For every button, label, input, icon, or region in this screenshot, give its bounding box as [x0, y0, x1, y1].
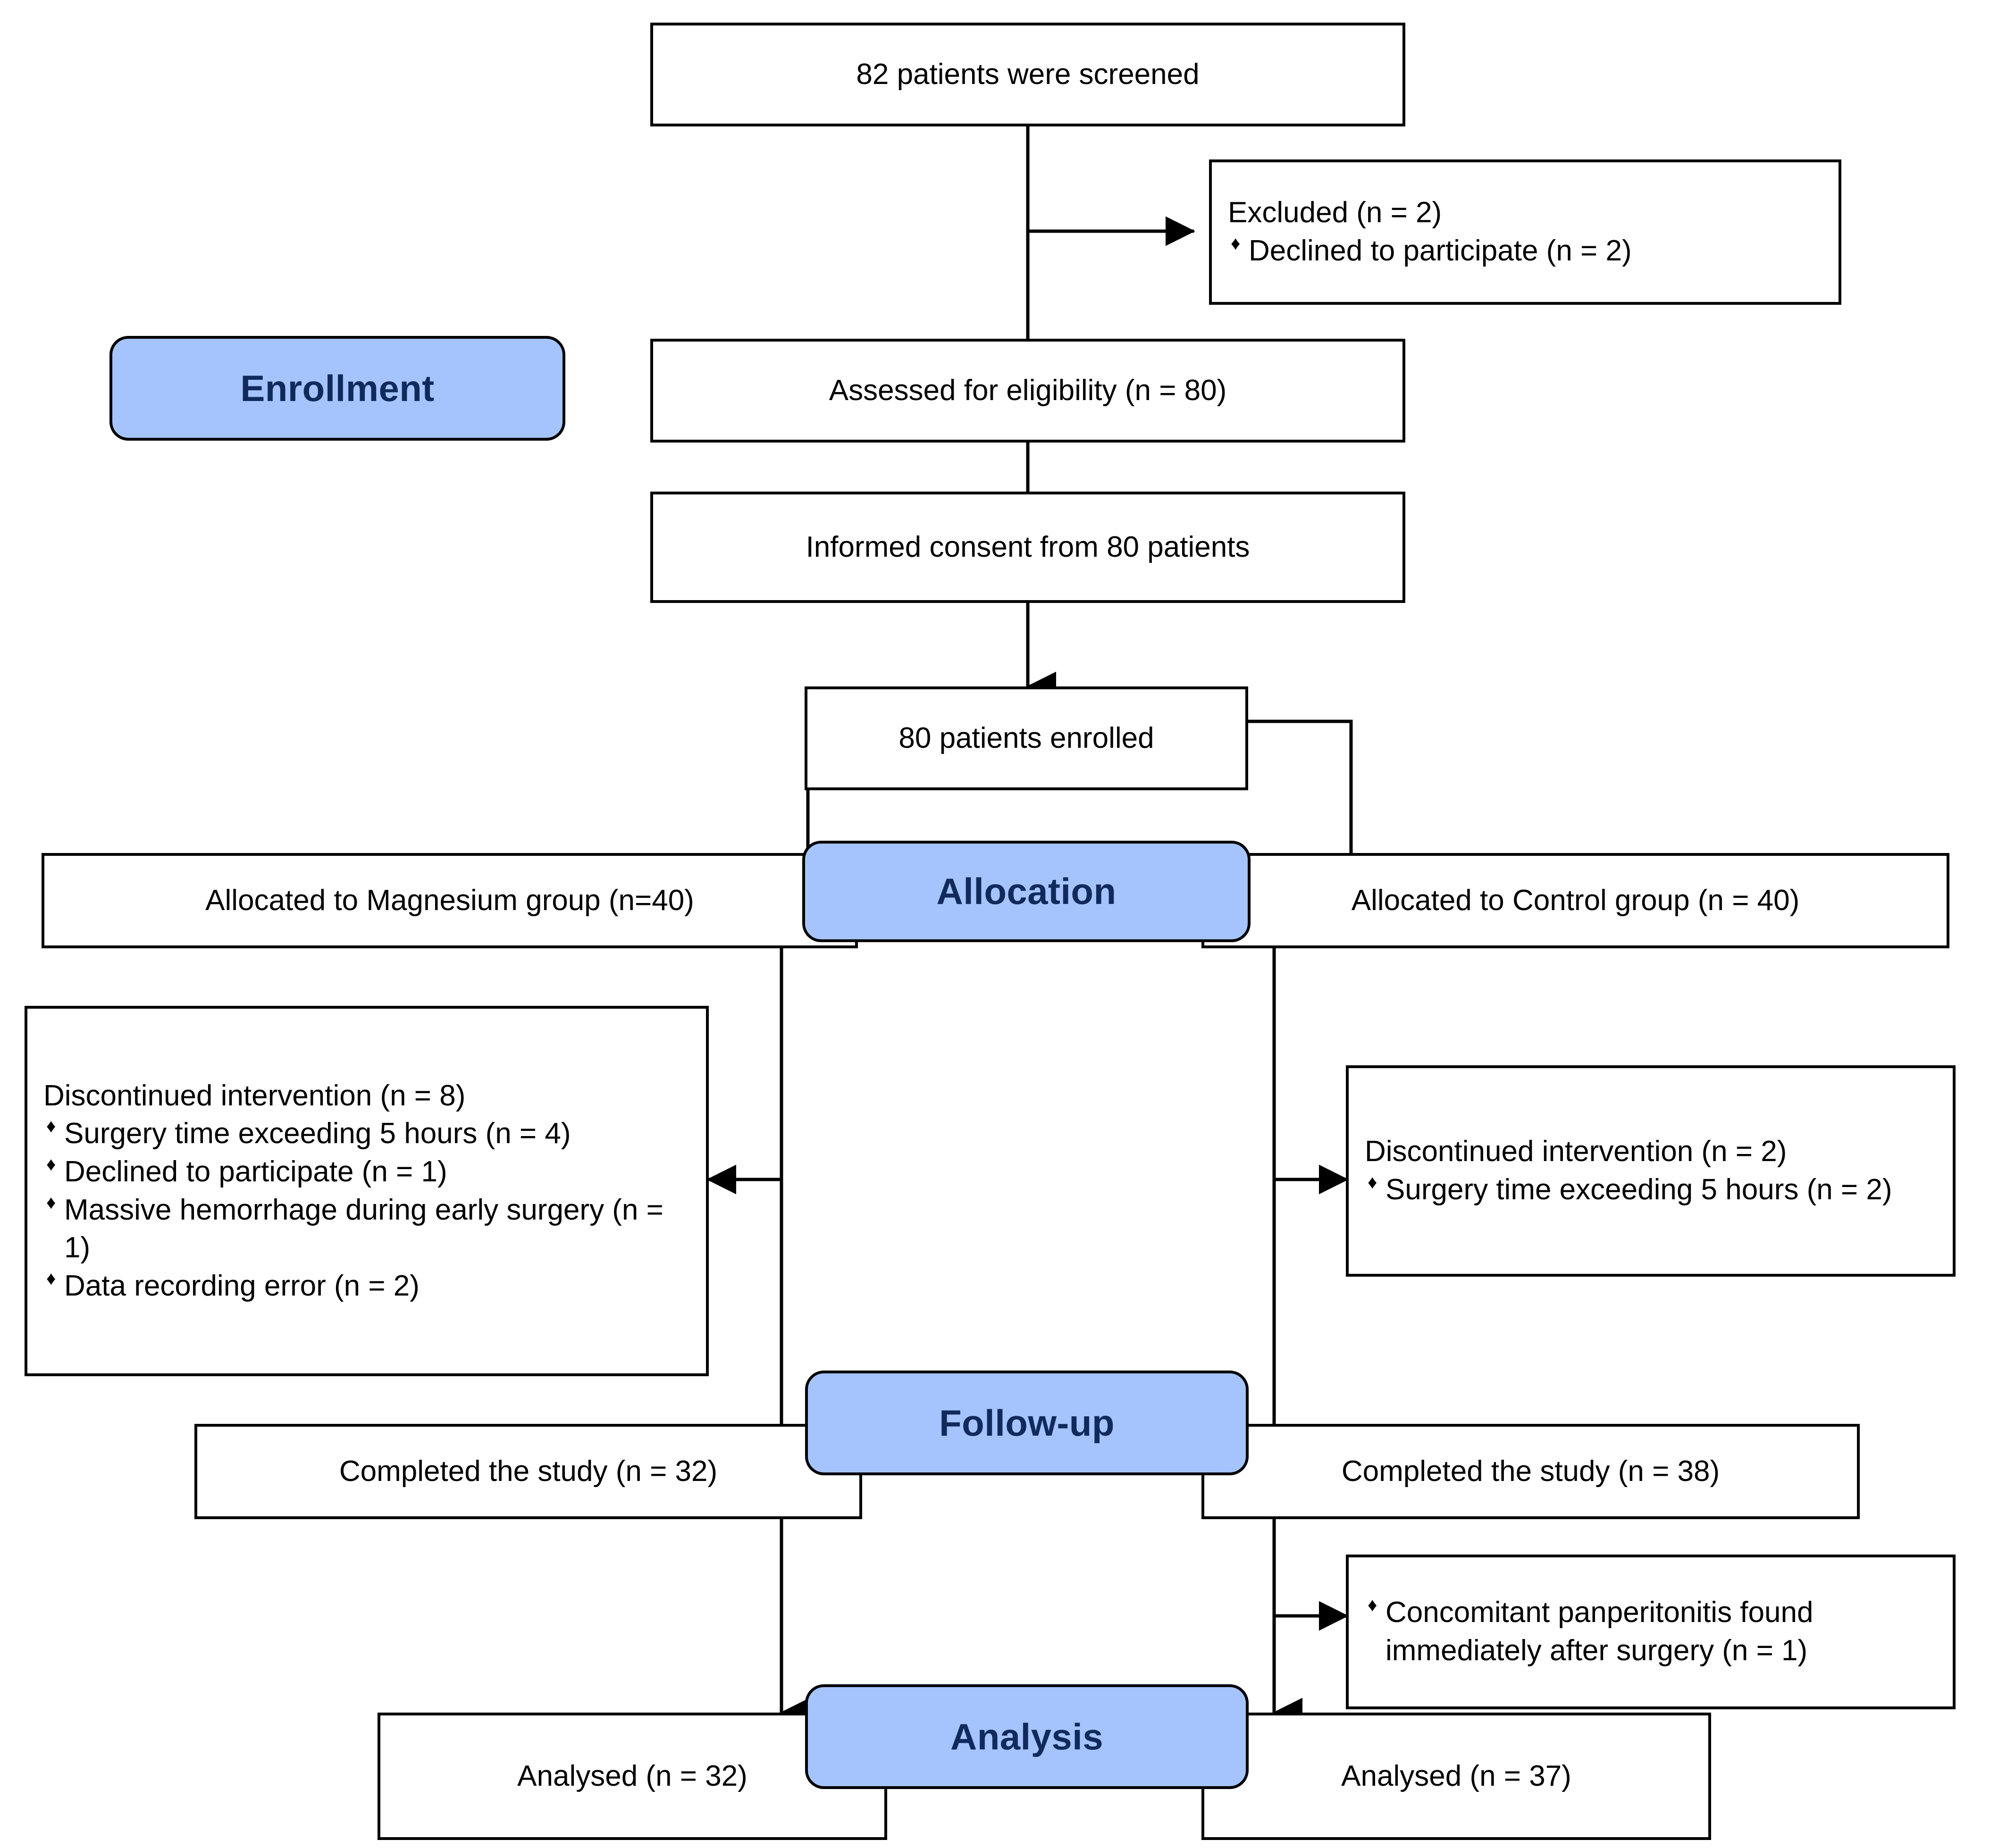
node-discontinued-magnesium-header: Discontinued intervention (n = 8) — [43, 1079, 466, 1112]
list-item: Surgery time exceeding 5 hours (n = 4) — [43, 1114, 690, 1153]
node-completed-control-label: Completed the study (n = 38) — [1341, 1455, 1720, 1488]
node-eligibility: Assessed for eligibility (n = 80) — [650, 339, 1405, 443]
node-excluded: Excluded (n = 2) Declined to participate… — [1209, 159, 1841, 305]
node-excluded-from-analysis-control: Concomitant panperitonitis found immedia… — [1346, 1555, 1956, 1709]
node-allocated-magnesium-label: Allocated to Magnesium group (n=40) — [205, 884, 694, 917]
node-enrolled: 80 patients enrolled — [805, 686, 1248, 790]
node-excluded-from-analysis-control-list: Concomitant panperitonitis found immedia… — [1365, 1593, 1937, 1670]
node-allocated-control: Allocated to Control group (n = 40) — [1201, 853, 1949, 948]
node-excluded-header: Excluded (n = 2) — [1228, 196, 1442, 229]
node-screened-label: 82 patients were screened — [856, 58, 1200, 91]
node-consent-label: Informed consent from 80 patients — [806, 530, 1250, 563]
node-allocated-control-label: Allocated to Control group (n = 40) — [1351, 884, 1800, 917]
list-item: Declined to participate (n = 2) — [1228, 231, 1822, 270]
arrow-to-control — [1246, 719, 1380, 890]
stage-label-followup: Follow-up — [805, 1371, 1249, 1475]
list-item: Concomitant panperitonitis found immedia… — [1365, 1593, 1937, 1670]
list-item: Data recording error (n = 2) — [43, 1266, 690, 1305]
node-analysed-magnesium-label: Analysed (n = 32) — [517, 1759, 747, 1792]
stage-label-analysis: Analysis — [805, 1684, 1249, 1789]
node-eligibility-label: Assessed for eligibility (n = 80) — [829, 374, 1227, 407]
node-completed-magnesium: Completed the study (n = 32) — [194, 1424, 862, 1519]
stage-label-enrollment: Enrollment — [109, 336, 565, 441]
stage-label-followup-text: Follow-up — [939, 1402, 1115, 1444]
stage-label-allocation: Allocation — [802, 841, 1251, 942]
stage-label-allocation-text: Allocation — [936, 870, 1117, 912]
node-analysed-magnesium: Analysed (n = 32) — [378, 1713, 887, 1840]
node-completed-magnesium-label: Completed the study (n = 32) — [339, 1455, 718, 1488]
node-consent: Informed consent from 80 patients — [650, 492, 1405, 603]
node-discontinued-magnesium-list: Surgery time exceeding 5 hours (n = 4) D… — [43, 1114, 690, 1305]
node-discontinued-control-list: Surgery time exceeding 5 hours (n = 2) — [1365, 1170, 1937, 1209]
node-excluded-list: Declined to participate (n = 2) — [1228, 231, 1822, 270]
node-completed-control: Completed the study (n = 38) — [1201, 1424, 1860, 1519]
node-discontinued-control: Discontinued intervention (n = 2) Surger… — [1346, 1065, 1956, 1277]
stage-label-enrollment-text: Enrollment — [240, 367, 435, 409]
node-screened: 82 patients were screened — [650, 23, 1405, 126]
node-discontinued-magnesium: Discontinued intervention (n = 8) Surger… — [25, 1006, 709, 1376]
list-item: Surgery time exceeding 5 hours (n = 2) — [1365, 1170, 1937, 1209]
node-analysed-control-label: Analysed (n = 37) — [1341, 1759, 1571, 1792]
node-allocated-magnesium: Allocated to Magnesium group (n=40) — [42, 853, 858, 948]
node-enrolled-label: 80 patients enrolled — [898, 721, 1154, 754]
list-item: Massive hemorrhage during early surgery … — [43, 1190, 690, 1267]
node-discontinued-control-header: Discontinued intervention (n = 2) — [1365, 1135, 1787, 1168]
stage-label-analysis-text: Analysis — [950, 1715, 1104, 1757]
list-item: Declined to participate (n = 1) — [43, 1152, 690, 1191]
node-analysed-control: Analysed (n = 37) — [1201, 1713, 1711, 1840]
